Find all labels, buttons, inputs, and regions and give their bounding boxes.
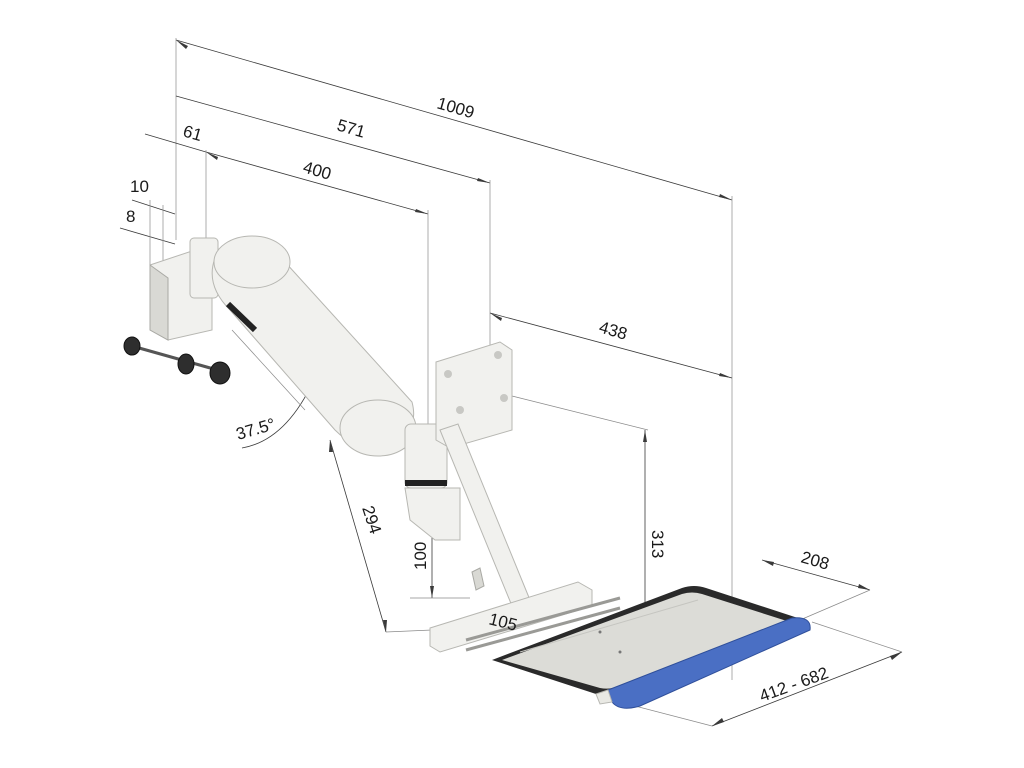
- dim-61-label: 61: [181, 122, 204, 145]
- mounting-plate: [435, 341, 513, 449]
- dim-571-label: 571: [335, 116, 368, 142]
- dim-412-682-label: 412 - 682: [757, 663, 831, 705]
- clamp-knob-right: [177, 353, 231, 385]
- keyboard-tray: [492, 586, 804, 696]
- dim-10-label: 10: [130, 177, 149, 196]
- dim-294-label: 294: [358, 503, 385, 536]
- desk-clamp: [149, 237, 219, 341]
- dim-313-label: 313: [648, 530, 667, 558]
- dim-1009-label: 1009: [435, 94, 477, 123]
- dim-8-label: 8: [126, 207, 135, 226]
- articulating-arm: [211, 235, 461, 541]
- dim-100-label: 100: [411, 542, 430, 570]
- wrist-rest: [595, 617, 811, 709]
- dim-438-label: 438: [597, 318, 630, 344]
- dim-208-label: 208: [799, 548, 832, 574]
- dim-37-5-label: 37.5°: [234, 415, 278, 444]
- tray-rails: [429, 581, 621, 653]
